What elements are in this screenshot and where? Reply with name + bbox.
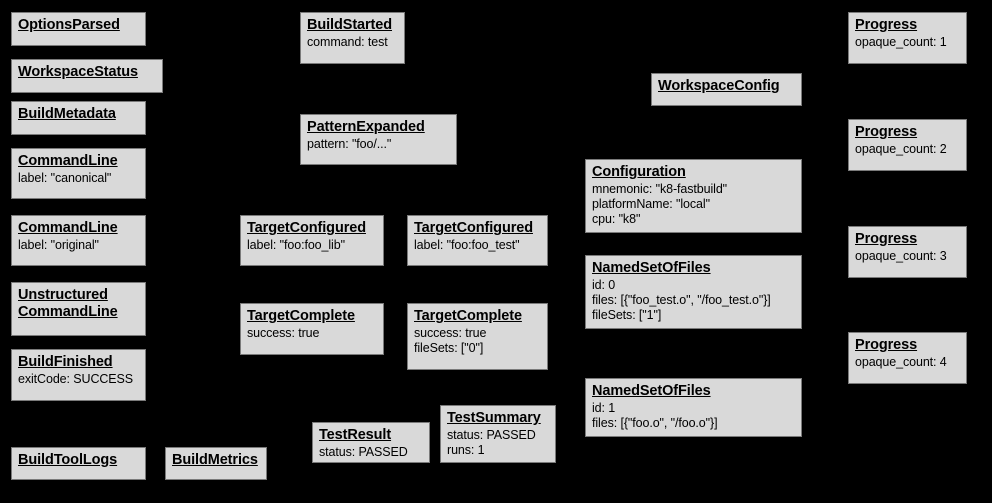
node-progress-3[interactable]: Progress opaque_count: 3 bbox=[848, 226, 967, 278]
node-title: PatternExpanded bbox=[307, 119, 425, 135]
node-target-configured-lib[interactable]: TargetConfigured label: "foo:foo_lib" bbox=[240, 215, 384, 266]
node-build-metadata[interactable]: BuildMetadata bbox=[11, 101, 146, 135]
node-fields: opaque_count: 2 bbox=[855, 142, 960, 157]
node-title: BuildMetadata bbox=[18, 106, 116, 122]
node-title: TargetComplete bbox=[414, 308, 522, 324]
node-field: mnemonic: "k8-fastbuild" bbox=[592, 182, 728, 196]
node-unstructured-command-line[interactable]: Unstructured CommandLine bbox=[11, 282, 146, 336]
node-workspace-config[interactable]: WorkspaceConfig bbox=[651, 73, 802, 106]
node-field: opaque_count: 4 bbox=[855, 355, 947, 369]
node-field: command: test bbox=[307, 35, 388, 49]
node-fields: label: "canonical" bbox=[18, 171, 139, 186]
node-fields: label: "foo:foo_test" bbox=[414, 238, 541, 253]
node-title: NamedSetOfFiles bbox=[592, 260, 711, 276]
node-title: BuildMetrics bbox=[172, 452, 258, 468]
node-fields: opaque_count: 3 bbox=[855, 249, 960, 264]
node-field: files: [{"foo_test.o", "/foo_test.o"}] bbox=[592, 293, 771, 307]
node-title: CommandLine bbox=[18, 153, 118, 169]
node-title: TestResult bbox=[319, 427, 392, 443]
node-title: Configuration bbox=[592, 164, 686, 180]
node-field: runs: 1 bbox=[447, 443, 485, 457]
node-title: WorkspaceConfig bbox=[658, 78, 780, 94]
node-fields: status: PASSED bbox=[319, 445, 423, 460]
node-fields: mnemonic: "k8-fastbuild"platformName: "l… bbox=[592, 182, 795, 227]
node-workspace-status[interactable]: WorkspaceStatus bbox=[11, 59, 163, 93]
node-field: label: "foo:foo_lib" bbox=[247, 238, 345, 252]
node-target-configured-test[interactable]: TargetConfigured label: "foo:foo_test" bbox=[407, 215, 548, 266]
node-target-complete-lib[interactable]: TargetComplete success: true bbox=[240, 303, 384, 355]
node-title: BuildToolLogs bbox=[18, 452, 118, 468]
node-fields: success: true bbox=[247, 326, 377, 341]
node-field: id: 1 bbox=[592, 401, 616, 415]
node-configuration[interactable]: Configuration mnemonic: "k8-fastbuild"pla… bbox=[585, 159, 802, 233]
node-build-metrics[interactable]: BuildMetrics bbox=[165, 447, 267, 480]
node-field: label: "canonical" bbox=[18, 171, 112, 185]
node-build-tool-logs[interactable]: BuildToolLogs bbox=[11, 447, 146, 480]
node-title: Unstructured CommandLine bbox=[18, 287, 118, 320]
node-field: opaque_count: 3 bbox=[855, 249, 947, 263]
node-field: label: "foo:foo_test" bbox=[414, 238, 520, 252]
node-field: opaque_count: 1 bbox=[855, 35, 947, 49]
node-title: Progress bbox=[855, 124, 918, 140]
node-title: Progress bbox=[855, 231, 918, 247]
node-progress-4[interactable]: Progress opaque_count: 4 bbox=[848, 332, 967, 384]
node-command-line-original[interactable]: CommandLine label: "original" bbox=[11, 215, 146, 266]
node-fields: command: test bbox=[307, 35, 398, 50]
node-title: Progress bbox=[855, 337, 918, 353]
node-field: id: 0 bbox=[592, 278, 616, 292]
node-fields: exitCode: SUCCESS bbox=[18, 372, 139, 387]
node-field: label: "original" bbox=[18, 238, 99, 252]
node-title: WorkspaceStatus bbox=[18, 64, 138, 80]
node-title: TargetConfigured bbox=[247, 220, 366, 236]
node-field: fileSets: ["0"] bbox=[414, 341, 484, 355]
node-test-result[interactable]: TestResult status: PASSED bbox=[312, 422, 430, 463]
node-title: NamedSetOfFiles bbox=[592, 383, 711, 399]
node-fields: opaque_count: 1 bbox=[855, 35, 960, 50]
node-options-parsed[interactable]: OptionsParsed bbox=[11, 12, 146, 46]
node-title: BuildStarted bbox=[307, 17, 393, 33]
node-field: files: [{"foo.o", "/foo.o"}] bbox=[592, 416, 718, 430]
node-fields: pattern: "foo/..." bbox=[307, 137, 450, 152]
node-progress-1[interactable]: Progress opaque_count: 1 bbox=[848, 12, 967, 64]
node-field: pattern: "foo/..." bbox=[307, 137, 392, 151]
node-field: fileSets: ["1"] bbox=[592, 308, 662, 322]
node-pattern-expanded[interactable]: PatternExpanded pattern: "foo/..." bbox=[300, 114, 457, 165]
node-field: success: true bbox=[247, 326, 320, 340]
node-title: CommandLine bbox=[18, 220, 118, 236]
node-build-started[interactable]: BuildStarted command: test bbox=[300, 12, 405, 64]
node-field: status: PASSED bbox=[447, 428, 536, 442]
node-build-finished[interactable]: BuildFinished exitCode: SUCCESS bbox=[11, 349, 146, 401]
node-title: Progress bbox=[855, 17, 918, 33]
node-fields: opaque_count: 4 bbox=[855, 355, 960, 370]
node-title: BuildFinished bbox=[18, 354, 113, 370]
node-progress-2[interactable]: Progress opaque_count: 2 bbox=[848, 119, 967, 171]
node-command-line-canonical[interactable]: CommandLine label: "canonical" bbox=[11, 148, 146, 199]
node-field: status: PASSED bbox=[319, 445, 408, 459]
node-title: TargetConfigured bbox=[414, 220, 533, 236]
node-title: OptionsParsed bbox=[18, 17, 120, 33]
node-title: TargetComplete bbox=[247, 308, 355, 324]
node-title: TestSummary bbox=[447, 410, 541, 426]
node-field: success: true bbox=[414, 326, 487, 340]
node-field: opaque_count: 2 bbox=[855, 142, 947, 156]
node-fields: label: "original" bbox=[18, 238, 139, 253]
node-field: cpu: "k8" bbox=[592, 212, 641, 226]
node-field: platformName: "local" bbox=[592, 197, 710, 211]
node-field: exitCode: SUCCESS bbox=[18, 372, 134, 386]
node-fields: label: "foo:foo_lib" bbox=[247, 238, 377, 253]
